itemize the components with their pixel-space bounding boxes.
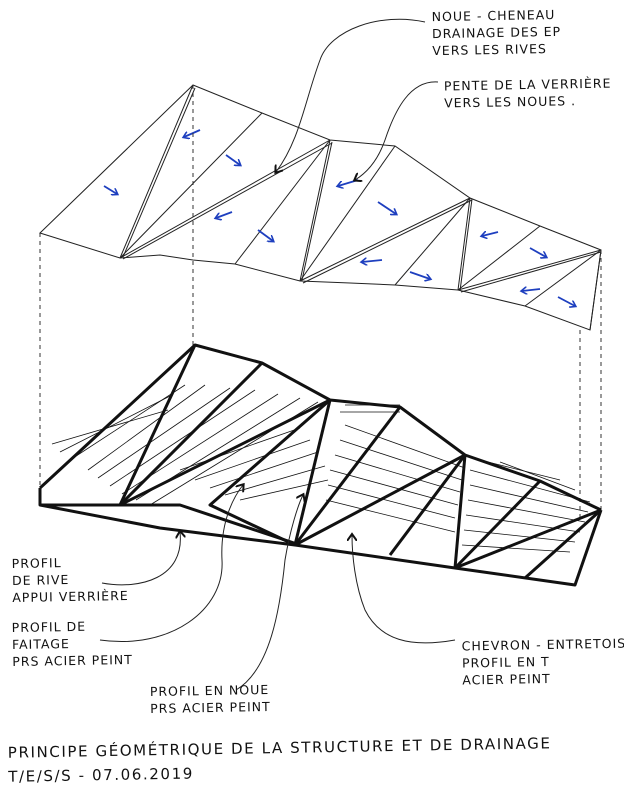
label-line: PROFIL EN NOUE	[149, 681, 270, 700]
label-line: DE RIVE	[11, 572, 70, 589]
label-line: ACIER PEINT	[462, 670, 551, 688]
label-pente-verriere: PENTE DE LA VERRIÈRE VERS LES NOUES .	[444, 75, 612, 112]
label-line: PENTE DE LA VERRIÈRE	[443, 75, 612, 94]
label-profil-faitage: PROFIL DE FAITAGE PRS ACIER PEINT	[12, 617, 133, 670]
label-line: CHEVRON - ENTRETOISE	[461, 635, 624, 654]
caption: PRINCIPE GÉOMÉTRIQUE DE LA STRUCTURE ET …	[8, 731, 553, 788]
label-profil-noue: PROFIL EN NOUE PRS ACIER PEINT	[150, 681, 271, 717]
label-line: APPUI VERRIÈRE	[12, 587, 129, 606]
label-line: VERS LES NOUES .	[444, 93, 577, 111]
slope-arrows	[103, 129, 575, 306]
label-profil-rive: PROFIL DE RIVE APPUI VERRIÈRE	[12, 553, 129, 606]
label-line: PROFIL	[11, 555, 62, 572]
label-line: PRS ACIER PEINT	[12, 651, 133, 670]
slope-arrow-icon	[482, 232, 499, 236]
slope-arrow-icon	[184, 129, 201, 137]
slope-arrow-icon	[377, 201, 396, 214]
annotation-leaders	[99, 18, 456, 691]
slope-arrow-icon	[225, 154, 240, 165]
label-line: PROFIL DE	[11, 618, 87, 636]
slope-arrow-icon	[257, 229, 273, 241]
slope-arrow-icon	[216, 211, 233, 218]
label-noue-cheneau: NOUE - CHENEAU DRAINAGE DES EP VERS LES …	[432, 6, 562, 59]
label-line: PRS ACIER PEINT	[150, 698, 271, 717]
label-chevron: CHEVRON - ENTRETOISE PROFIL EN T ACIER P…	[462, 634, 624, 688]
steel-structure	[38, 343, 603, 587]
label-line: VERS LES RIVES	[432, 41, 547, 59]
slope-arrow-icon	[522, 289, 541, 291]
slope-arrow-icon	[103, 185, 117, 194]
slope-arrow-icon	[557, 296, 575, 306]
label-line: FAITAGE	[11, 636, 71, 653]
slope-arrow-icon	[362, 260, 383, 262]
projection-lines	[39, 85, 602, 520]
slope-arrow-icon	[529, 247, 546, 257]
slope-arrow-icon	[409, 271, 430, 279]
glass-roof-plan	[39, 84, 602, 331]
slope-arrow-icon	[338, 179, 359, 186]
